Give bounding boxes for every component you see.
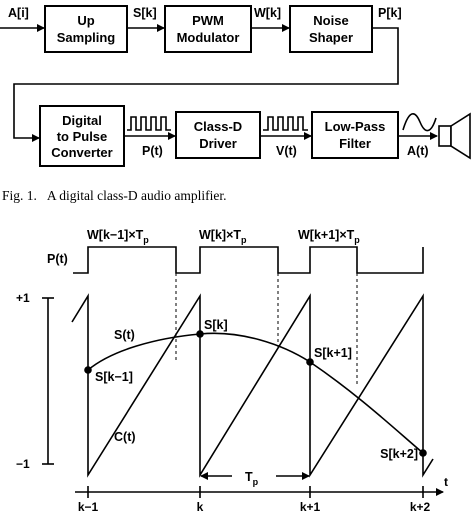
- period-label: Tp: [245, 470, 259, 487]
- feedback-wire: [13, 27, 399, 142]
- block-noise-line2: Shaper: [309, 30, 353, 45]
- sample-point: [306, 358, 314, 366]
- block-class-d-driver: Class-D Driver: [175, 111, 261, 159]
- block-dtp-line2: to Pulse: [57, 129, 108, 144]
- x-tick-label: k: [197, 500, 204, 513]
- signal-a-t-label: A(t): [407, 144, 429, 158]
- sample-label-k: S[k]: [204, 318, 228, 332]
- x-tick-label: k+1: [300, 500, 321, 513]
- sample-label-k-plus-1: S[k+1]: [314, 346, 352, 360]
- block-pwm-line2: Modulator: [177, 30, 240, 45]
- pulse-train-icon: [263, 116, 308, 131]
- width-label-k: W[k]×Tp: [199, 228, 247, 245]
- block-low-pass-filter: Low-Pass Filter: [311, 111, 399, 159]
- block-noise-line1: Noise: [313, 13, 348, 28]
- block-up-sampling: Up Sampling: [44, 5, 128, 53]
- block-driver-line2: Driver: [199, 136, 237, 151]
- block-digital-to-pulse: Digital to Pulse Converter: [39, 105, 125, 167]
- block-up-sampling-line1: Up: [77, 13, 94, 28]
- x-tick-label: k+2: [410, 500, 431, 513]
- carrier-sawtooth: [71, 293, 434, 478]
- block-up-sampling-line2: Sampling: [57, 30, 116, 45]
- width-label-k-minus-1: W[k−1]×Tp: [87, 228, 149, 245]
- curve-label: S(t): [114, 328, 135, 342]
- caption-text: A digital class-D audio amplifier.: [47, 188, 227, 203]
- sample-point: [84, 366, 92, 374]
- block-dtp-line3: Converter: [51, 145, 112, 160]
- waveform-plot: W[k−1]×Tp W[k]×Tp W[k+1]×Tp P(t) +1 −1 S…: [16, 228, 448, 513]
- time-axis-label: t: [444, 475, 448, 489]
- block-dtp-line1: Digital: [62, 113, 102, 128]
- signal-w-k-label: W[k]: [254, 6, 281, 20]
- pulse-label: P(t): [47, 252, 68, 266]
- block-diagram: A[i] Up Sampling S[k] PWM Modulator W[k]…: [0, 5, 471, 167]
- signal-p-t-label: P(t): [142, 144, 163, 158]
- input-signal-label: A[i]: [8, 6, 29, 20]
- signal-s-k-label: S[k]: [133, 6, 157, 20]
- signal-curve: [87, 332, 424, 454]
- y-tick-label-bottom: −1: [16, 457, 30, 471]
- block-noise-shaper: Noise Shaper: [289, 5, 373, 53]
- sine-wave-icon: [402, 113, 437, 132]
- signal-v-t-label: V(t): [276, 144, 297, 158]
- block-driver-line1: Class-D: [194, 119, 242, 134]
- y-tick-label-top: +1: [16, 291, 30, 305]
- signal-p-k-label: P[k]: [378, 6, 402, 20]
- caption-number: Fig. 1.: [2, 188, 37, 203]
- block-pwm-line1: PWM: [192, 13, 224, 28]
- block-pwm-modulator: PWM Modulator: [164, 5, 252, 53]
- carrier-label: C(t): [114, 430, 136, 444]
- sample-label-k-minus-1: S[k−1]: [95, 370, 133, 384]
- sample-point: [419, 449, 427, 457]
- block-lpf-line1: Low-Pass: [325, 119, 386, 134]
- width-label-k-plus-1: W[k+1]×Tp: [298, 228, 360, 245]
- pulse-train-icon: [127, 116, 171, 131]
- speaker-icon: [438, 112, 471, 160]
- sample-point: [196, 330, 204, 338]
- block-lpf-line2: Filter: [339, 136, 371, 151]
- figure-caption: Fig. 1. A digital class-D audio amplifier…: [2, 188, 226, 203]
- x-tick-label: k−1: [78, 500, 99, 513]
- sample-label-k-plus-2: S[k+2]: [380, 447, 418, 461]
- pulse-waveform: [73, 246, 424, 274]
